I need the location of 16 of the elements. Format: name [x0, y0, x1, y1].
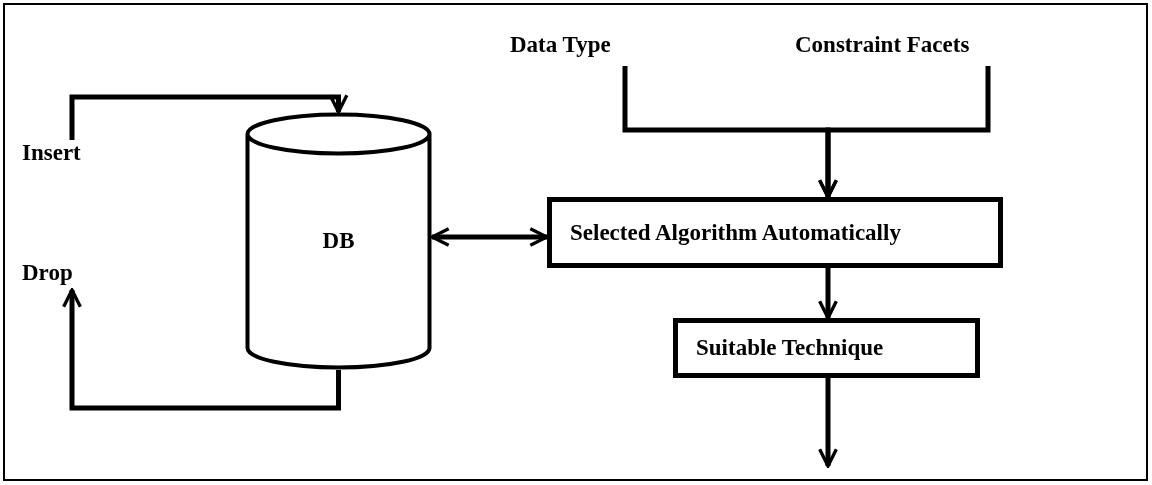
text-label: Data Type [510, 32, 630, 66]
database-cylinder [245, 112, 432, 370]
arrow [62, 288, 341, 411]
arrow [69, 93, 349, 140]
text-label: Drop [22, 260, 102, 290]
text-label: Constraint Facets [795, 32, 995, 66]
arrow [430, 227, 549, 247]
box-label: Selected Algorithm Automatically [570, 219, 901, 246]
arrow [818, 378, 838, 468]
arrow [818, 268, 838, 320]
arrow [818, 66, 991, 199]
text-label: Insert [22, 140, 112, 172]
process-box [547, 197, 1003, 268]
box-label: Suitable Technique [696, 335, 884, 361]
box-label: DB [322, 228, 355, 254]
process-box [673, 318, 980, 378]
